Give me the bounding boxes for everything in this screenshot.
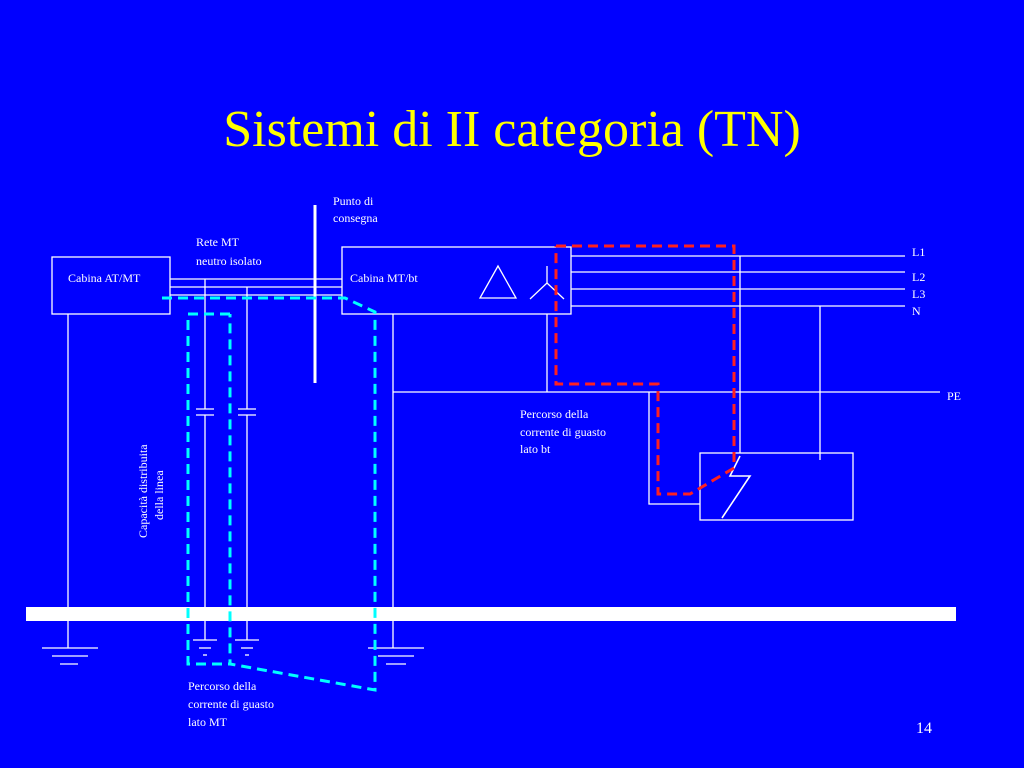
pe-label: PE — [947, 389, 961, 403]
n-label: N — [912, 304, 921, 318]
slide-title: Sistemi di II categoria (TN) — [223, 101, 801, 158]
bt-fault-path-label-3: lato bt — [520, 442, 551, 456]
l2-label: L2 — [912, 270, 925, 284]
fault-path-bt — [554, 244, 736, 496]
bt-fault-path-label-2: corrente di guasto — [520, 425, 606, 439]
page-number: 14 — [916, 720, 932, 737]
bt-fault-path-label: Percorso della — [520, 407, 589, 421]
mt-network-label: Rete MT — [196, 235, 240, 249]
mt-fault-path-label: Percorso della — [188, 679, 257, 693]
line-capacitance-label: Capacità distribuita — [136, 444, 150, 538]
mt-fault-path-label-3: lato MT — [188, 715, 228, 729]
cabina-at-mt-label: Cabina AT/MT — [68, 271, 141, 285]
load-box — [699, 452, 854, 521]
l1-label: L1 — [912, 245, 925, 259]
mt-network-label-2: neutro isolato — [196, 254, 262, 268]
delivery-point-label-2: consegna — [333, 211, 378, 225]
fault-symbol — [721, 455, 752, 519]
load-pe — [648, 392, 700, 505]
earth-bar — [26, 607, 956, 621]
cabina-mt-bt-label: Cabina MT/bt — [350, 271, 418, 285]
delivery-point-label: Punto di — [333, 194, 374, 208]
cabina-mt-bt-box — [341, 246, 572, 315]
mt-fault-path-label-2: corrente di guasto — [188, 697, 274, 711]
cabina-at-mt-box — [51, 256, 171, 315]
delta-symbol — [478, 264, 518, 299]
l3-label: L3 — [912, 287, 925, 301]
fault-path-mt — [162, 296, 377, 692]
line-capacitance-label-2: della linea — [152, 470, 166, 520]
